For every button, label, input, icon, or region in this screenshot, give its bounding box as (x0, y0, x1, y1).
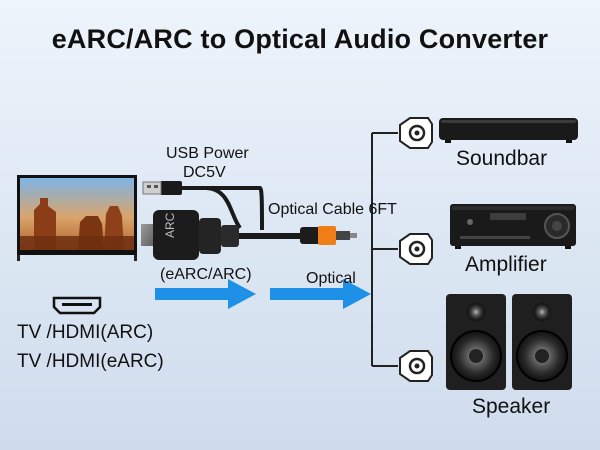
speaker-icon (512, 294, 572, 390)
optical-cable (239, 226, 357, 245)
tv-hdmi-earc-label: TV /HDMI(eARC) (17, 351, 164, 372)
usb-cable (142, 181, 264, 231)
arrow-earc (155, 279, 256, 309)
adapter-logo: ARC (163, 212, 177, 238)
device-label-amplifier: Amplifier (465, 253, 547, 276)
branch-lines (371, 132, 398, 367)
optical-label: Optical (306, 270, 356, 287)
usb-power-label: USB Power (166, 145, 249, 162)
speaker-icon (446, 294, 506, 390)
device-label-speaker: Speaker (472, 395, 551, 418)
optical-cable-label: Optical Cable 6FT (268, 201, 397, 218)
optical-port-icon (399, 350, 433, 382)
optical-port-icon (399, 233, 433, 265)
tv-hdmi-arc-label: TV /HDMI(ARC) (17, 322, 154, 343)
optical-port-icon (399, 117, 433, 149)
soundbar-icon (439, 118, 578, 143)
page-title: eARC/ARC to Optical Audio Converter (51, 24, 549, 54)
hdmi-adapter: ARC (141, 210, 239, 260)
hdmi-port-icon (52, 296, 102, 315)
tv-icon (17, 175, 137, 261)
dc5v-label: DC5V (183, 164, 226, 181)
arrow-optical (270, 279, 371, 309)
device-label-soundbar: Soundbar (456, 147, 548, 170)
amplifier-icon (450, 204, 576, 249)
earc-arc-label: (eARC/ARC) (160, 266, 252, 283)
